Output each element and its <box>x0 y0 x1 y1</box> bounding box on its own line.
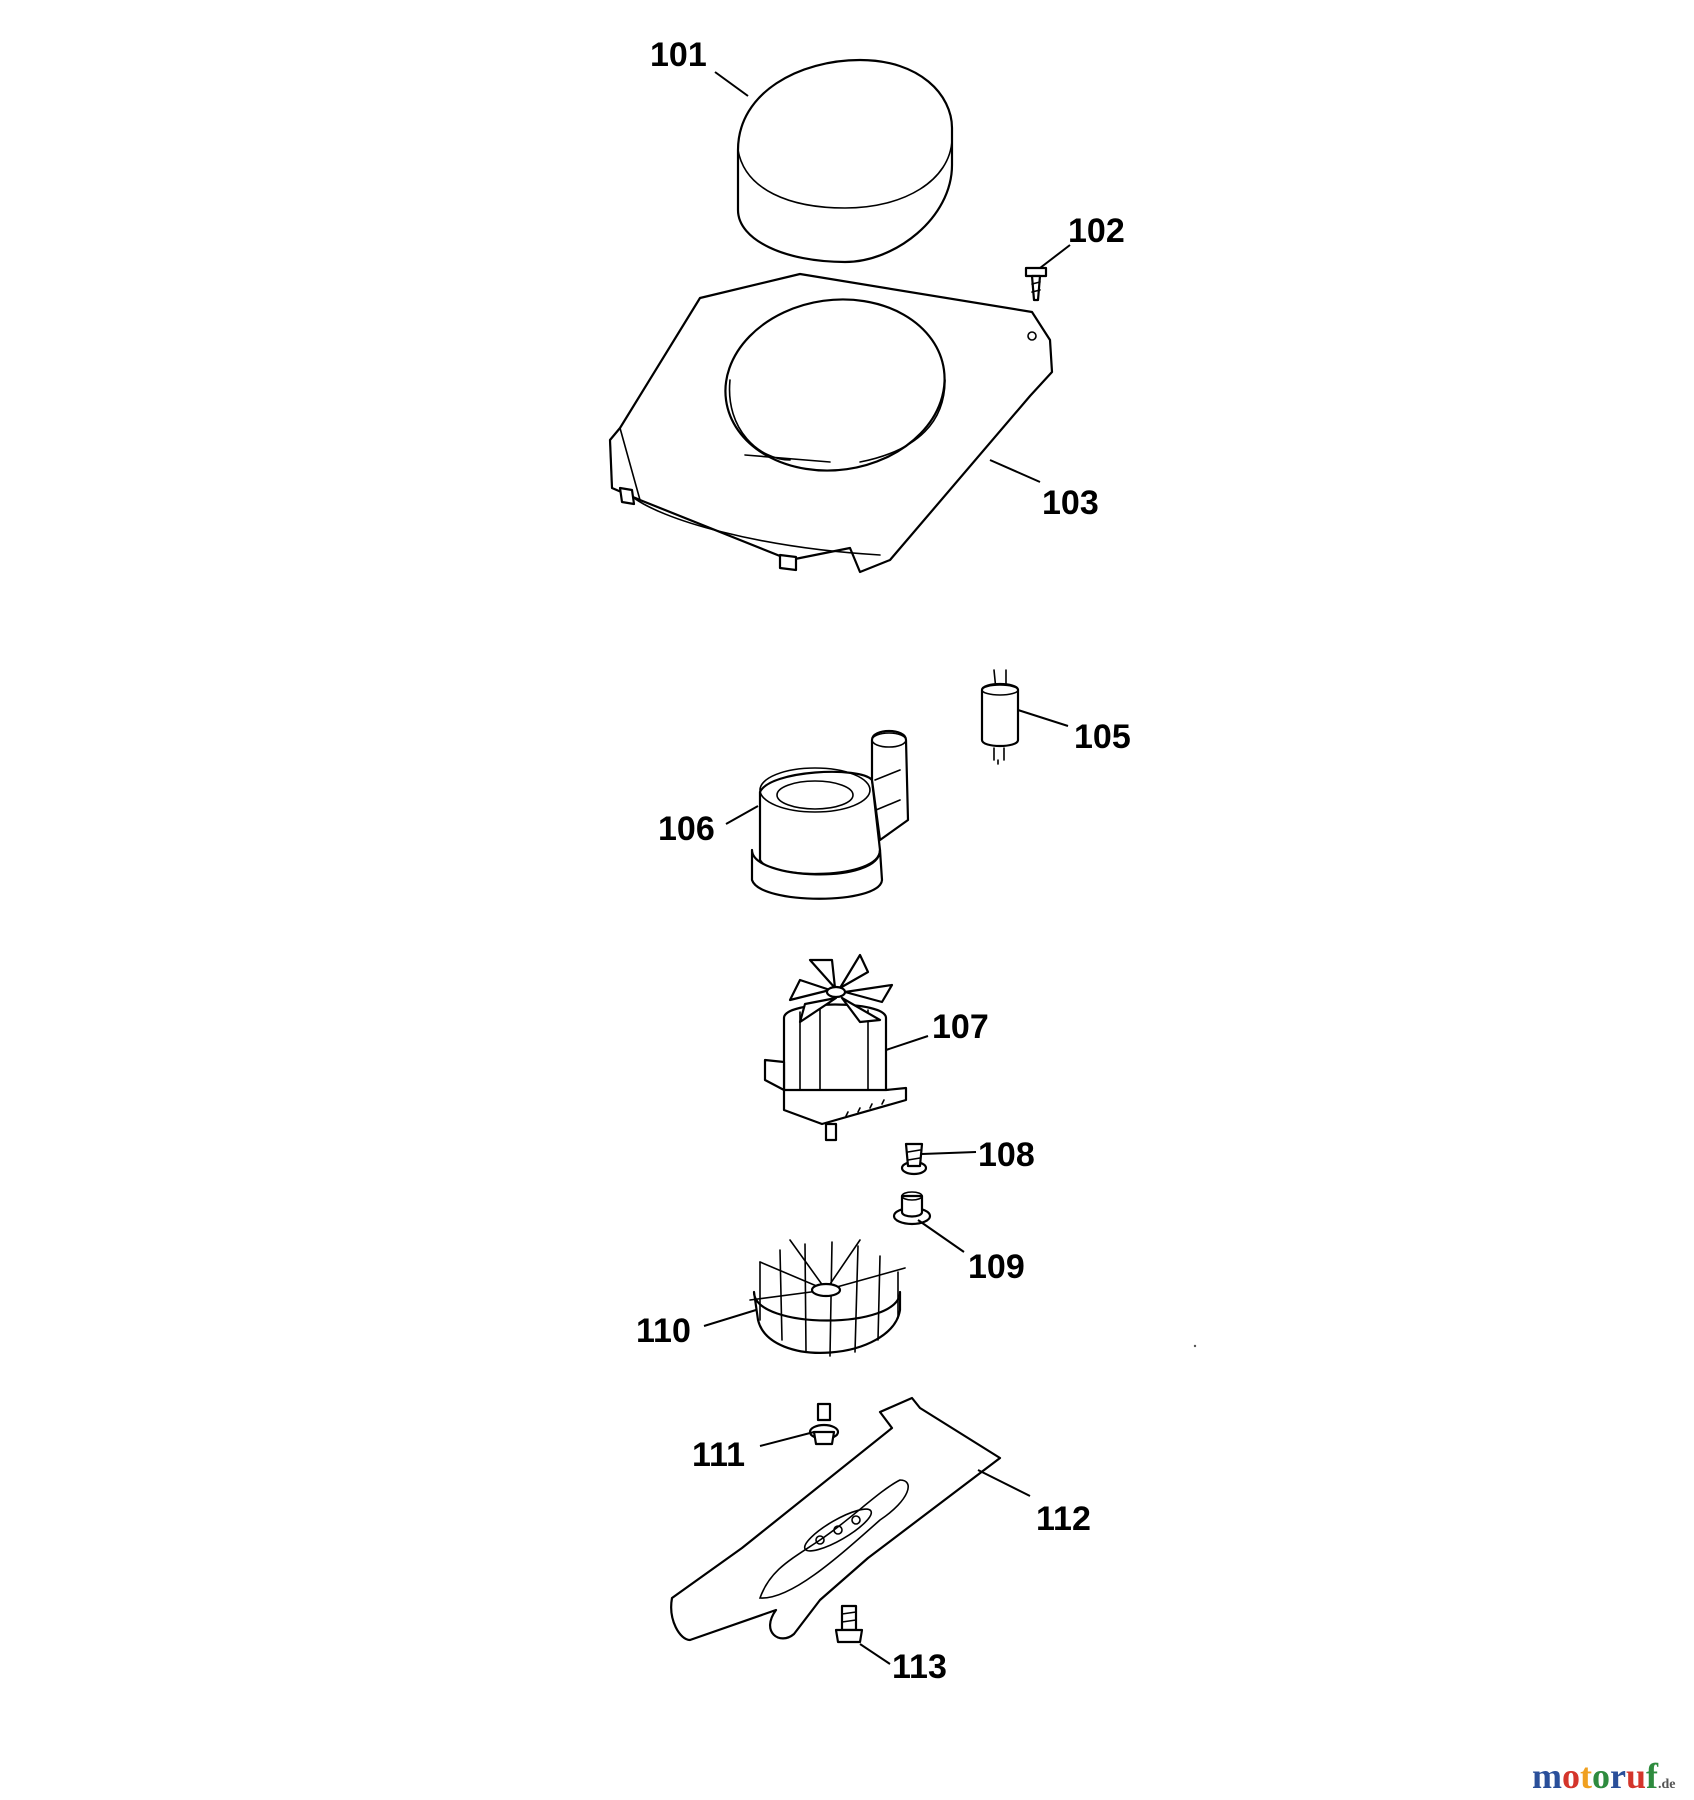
motor-housing-icon <box>750 729 910 900</box>
leader-lines <box>703 71 1071 1665</box>
washer-icon <box>892 1191 932 1226</box>
part-label-110: 110 <box>636 1312 691 1350</box>
wm-letter: m <box>1532 1756 1562 1796</box>
part-label-102: 102 <box>1068 212 1125 250</box>
leader-103 <box>989 459 1041 483</box>
stray-dot <box>1193 1344 1197 1348</box>
motor-cover-icon <box>608 272 1054 574</box>
part-label-101: 101 <box>650 36 707 74</box>
blade-icon <box>670 1396 1002 1642</box>
motor-icon <box>763 953 908 1142</box>
leader-111 <box>759 1431 815 1447</box>
part-label-109: 109 <box>968 1248 1025 1286</box>
part-label-103: 103 <box>1042 484 1099 522</box>
filter-cap-icon <box>736 58 954 264</box>
screw-icon <box>1024 266 1048 302</box>
screw-icon <box>808 1402 840 1446</box>
screw-icon <box>900 1142 928 1176</box>
part-label-111: 111 <box>692 1436 745 1474</box>
wm-letter: f <box>1646 1756 1659 1796</box>
leader-108 <box>921 1151 977 1155</box>
leader-110 <box>703 1309 757 1327</box>
wm-letter: u <box>1626 1756 1646 1796</box>
svg-text:motoruf.de: motoruf.de <box>1532 1756 1676 1796</box>
leader-112 <box>977 1469 1031 1497</box>
leader-101 <box>714 71 749 97</box>
part-label-113: 113 <box>892 1648 947 1686</box>
bolt-icon <box>834 1604 864 1644</box>
leader-102 <box>1039 244 1071 269</box>
part-label-105: 105 <box>1074 718 1131 756</box>
part-label-112: 112 <box>1036 1500 1091 1538</box>
leader-109 <box>917 1219 965 1253</box>
part-labels: 101 102 103 105 106 107 108 109 110 111 … <box>636 36 1131 1686</box>
watermark-logo: motoruf.de <box>1532 1756 1676 1796</box>
wm-letter: o <box>1592 1756 1610 1796</box>
leader-113 <box>859 1643 891 1665</box>
wm-letter: r <box>1610 1756 1626 1796</box>
part-label-107: 107 <box>932 1008 989 1046</box>
part-label-106: 106 <box>658 810 715 848</box>
wm-letter: t <box>1580 1756 1592 1796</box>
fan-blades-icon <box>788 953 894 1024</box>
wm-letter: o <box>1562 1756 1580 1796</box>
leader-105 <box>1017 709 1069 727</box>
part-label-108: 108 <box>978 1136 1035 1174</box>
wm-suffix: .de <box>1658 1777 1676 1792</box>
fan-icon <box>749 1239 906 1357</box>
leader-106 <box>725 805 759 825</box>
leader-107 <box>885 1035 929 1051</box>
capacitor-icon <box>980 669 1020 765</box>
